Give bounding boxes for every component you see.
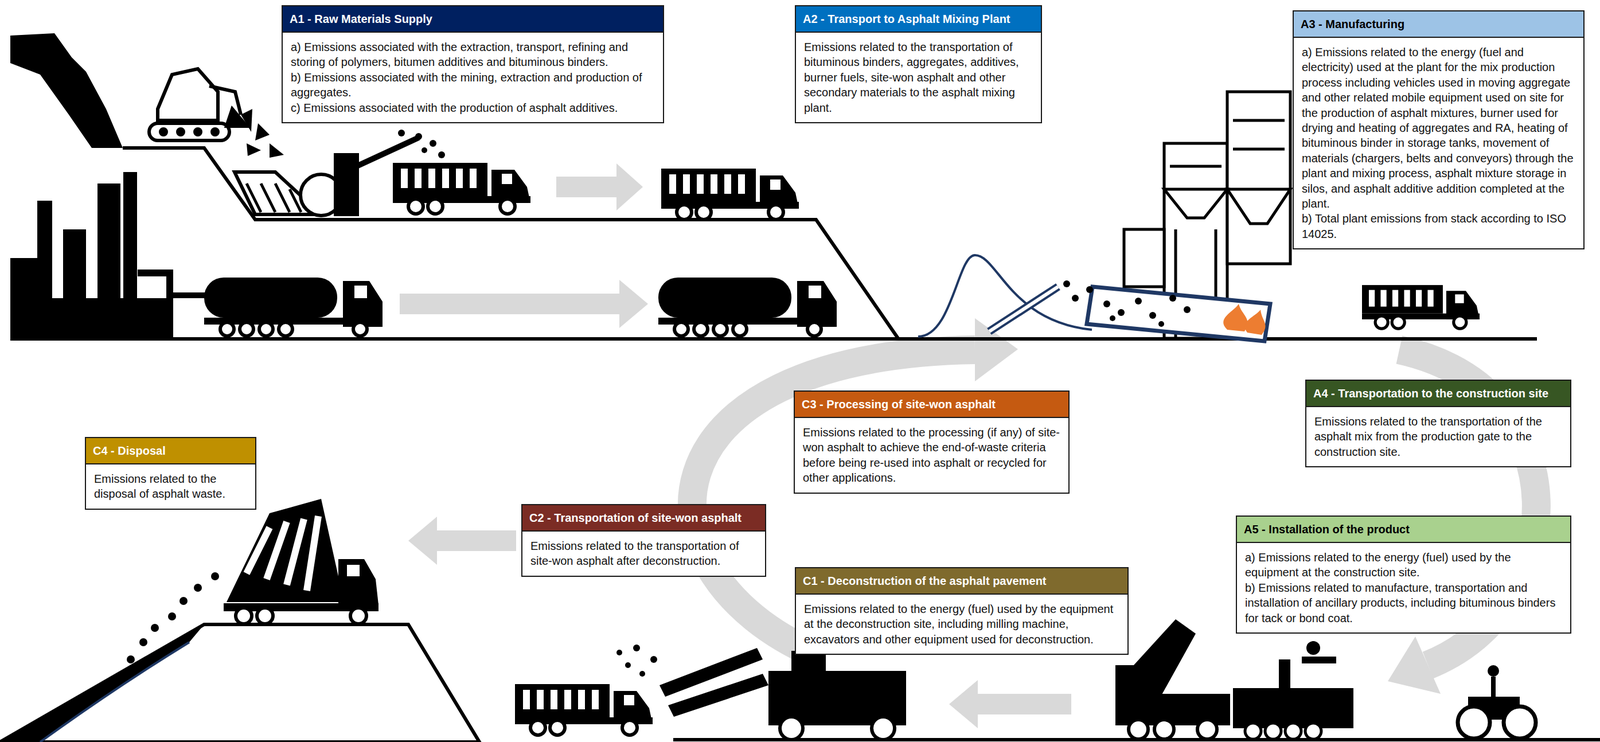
falling-rock	[240, 108, 284, 158]
mountain	[10, 33, 123, 148]
stage-heading: A4 - Transportation to the construction …	[1306, 380, 1571, 408]
arrow-head	[1387, 636, 1441, 694]
disposal-hill	[0, 624, 480, 742]
material-dots	[1063, 280, 1191, 327]
crusher	[234, 137, 419, 216]
straight-arrow	[556, 163, 643, 211]
dryer-drum	[1086, 286, 1271, 342]
stage-description: a) Emissions associated with the extract…	[282, 32, 663, 70]
quarry-ground	[122, 147, 899, 339]
paver	[1232, 641, 1354, 740]
refinery	[10, 172, 213, 339]
stage-description: Emissions related to the transportation …	[795, 32, 1041, 123]
stage-description: Emissions related to the transportation …	[522, 531, 766, 576]
stage-box: A5 - Installation of the producta) Emiss…	[1235, 515, 1572, 634]
dump-truck	[514, 684, 653, 736]
stage-box: C4 - DisposalEmissions related to the di…	[84, 436, 257, 510]
stage-description: Emissions related to the processing (if …	[794, 418, 1069, 493]
straight-arrow	[408, 516, 517, 565]
stage-heading: C4 - Disposal	[86, 438, 256, 465]
stage-heading: C3 - Processing of site-won asphalt	[794, 391, 1069, 419]
stage-box: A3 - Manufacturinga) Emissions related t…	[1292, 10, 1585, 250]
stage-description: a) Emissions related to the energy (fuel…	[1293, 37, 1584, 212]
tipping-truck	[223, 498, 379, 624]
dump-truck	[1362, 285, 1480, 329]
stage-description: c) Emissions associated with the product…	[282, 100, 663, 123]
stage-box: A2 - Transport to Asphalt Mixing PlantEm…	[794, 5, 1043, 124]
waste-slope	[0, 624, 205, 742]
paver-truck	[1115, 619, 1231, 740]
straight-arrow	[399, 279, 649, 329]
stage-description: b) Emissions associated with the mining,…	[282, 69, 663, 101]
stage-heading: A1 - Raw Materials Supply	[282, 6, 663, 33]
dump-truck	[392, 162, 531, 214]
stage-heading: C1 - Deconstruction of the asphalt pavem…	[795, 568, 1128, 595]
waste-dots	[116, 572, 220, 681]
ground-line	[10, 337, 1537, 341]
roller	[1457, 665, 1536, 739]
milling-machine	[616, 644, 907, 740]
stage-heading: A3 - Manufacturing	[1293, 11, 1584, 38]
stage-box: A1 - Raw Materials Supplya) Emissions as…	[281, 5, 665, 124]
stage-description: b) Total plant emissions from stack acco…	[1293, 211, 1584, 249]
stage-box: C1 - Deconstruction of the asphalt pavem…	[794, 567, 1129, 655]
stage-description: Emissions related to the transportation …	[1306, 407, 1571, 467]
dump-truck	[661, 168, 799, 220]
plant-conveyor	[918, 255, 1092, 337]
stage-description: Emissions related to the energy (fuel) u…	[795, 594, 1128, 654]
waste-edge	[40, 642, 190, 742]
stage-box: C3 - Processing of site-won asphaltEmiss…	[793, 390, 1070, 494]
stage-description: Emissions related to the disposal of asp…	[86, 464, 256, 509]
excavator	[149, 68, 247, 141]
stage-description: a) Emissions related to the energy (fuel…	[1236, 543, 1571, 581]
stage-heading: A2 - Transport to Asphalt Mixing Plant	[795, 6, 1041, 33]
tanker-truck	[658, 277, 837, 337]
tanker-truck	[204, 277, 383, 337]
stage-heading: C2 - Transportation of site-won asphalt	[522, 505, 766, 532]
stage-box: C2 - Transportation of site-won asphaltE…	[521, 504, 767, 577]
stage-description: b) Emissions related to manufacture, tra…	[1236, 580, 1571, 633]
terrain	[0, 33, 1600, 742]
straight-arrow	[949, 680, 1072, 729]
stage-heading: A5 - Installation of the product	[1236, 516, 1571, 544]
stage-box: A4 - Transportation to the construction …	[1305, 379, 1572, 468]
